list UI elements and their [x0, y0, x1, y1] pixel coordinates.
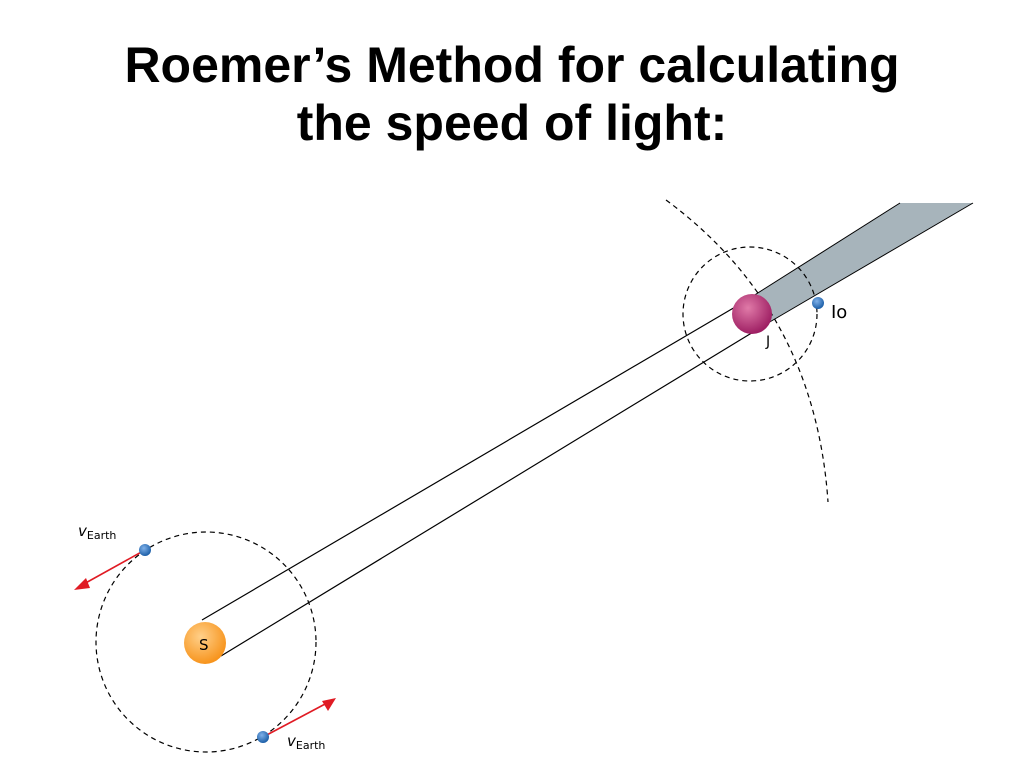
shadow-edge-lower	[767, 202, 974, 324]
earth-position-2	[257, 731, 269, 743]
sun-label: S	[199, 636, 209, 654]
io-moon	[812, 297, 824, 309]
earth-position-1	[139, 544, 151, 556]
earth-orbit	[95, 531, 317, 753]
jupiter-label: J	[765, 334, 770, 350]
velocity-var-1: v	[78, 522, 88, 540]
velocity-sub-1: Earth	[87, 529, 117, 542]
velocity-sub-2: Earth	[296, 739, 326, 752]
io-orbit	[682, 246, 818, 382]
light-path-upper	[201, 302, 743, 621]
light-path-lower	[220, 322, 769, 657]
title-line-2: the speed of light:	[296, 95, 728, 151]
jupiter-planet	[732, 294, 772, 334]
earth-velocity-label-1: vEarth	[78, 522, 116, 542]
earth-velocity-arrow-1	[81, 549, 146, 586]
slide-title: Roemer’s Method for calculating the spee…	[0, 36, 1024, 152]
sun	[184, 622, 226, 664]
shadow-edge-upper	[741, 202, 901, 304]
io-label: Io	[831, 302, 847, 323]
earth-velocity-label-2: vEarth	[287, 732, 325, 752]
earth-velocity-arrow-2	[262, 702, 328, 738]
title-line-1: Roemer’s Method for calculating	[124, 37, 900, 93]
velocity-var-2: v	[287, 732, 297, 750]
jupiter-orbit-arc	[665, 199, 829, 503]
jupiter-shadow	[742, 203, 973, 323]
arrowhead-1	[74, 578, 90, 590]
arrowhead-2	[322, 698, 336, 711]
